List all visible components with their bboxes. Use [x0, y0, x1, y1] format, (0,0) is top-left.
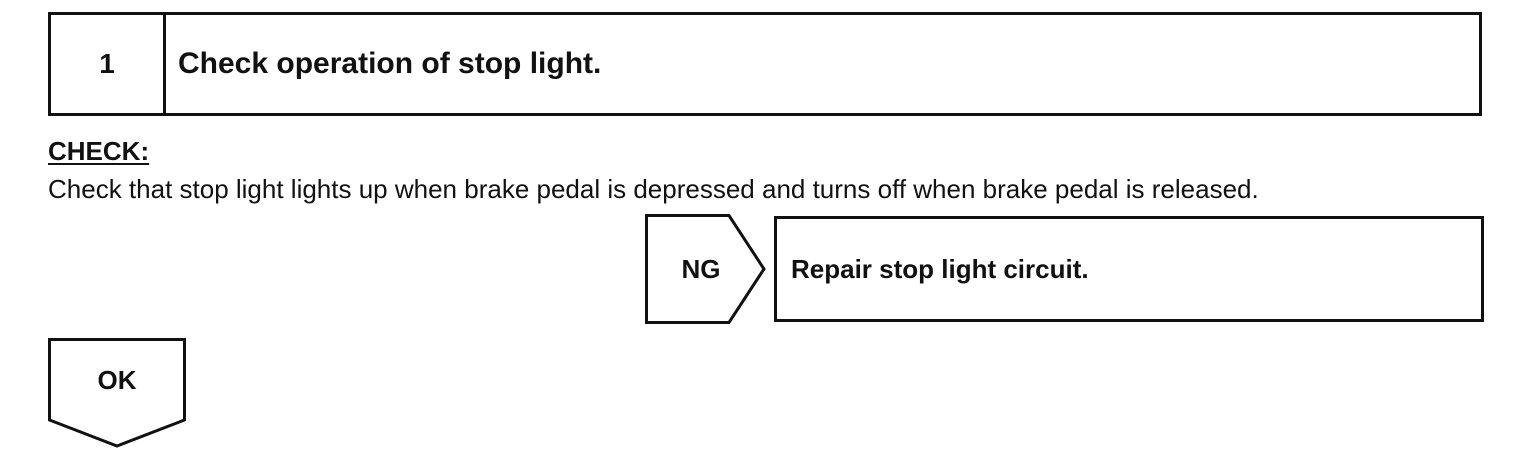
check-instruction: Check that stop light lights up when bra…: [48, 174, 1259, 204]
ok-arrow-shape: [48, 338, 186, 448]
ng-action-box: Repair stop light circuit.: [774, 216, 1484, 322]
ng-action-text: Repair stop light circuit.: [791, 253, 1089, 284]
check-label: CHECK:: [48, 136, 150, 166]
step-header: 1 Check operation of stop light.: [48, 12, 1482, 116]
step-title: Check operation of stop light.: [178, 47, 602, 80]
ng-arrow-shape: [645, 214, 766, 324]
step-number: 1: [51, 15, 166, 113]
ok-label: OK: [97, 364, 137, 395]
ng-label: NG: [681, 253, 721, 284]
